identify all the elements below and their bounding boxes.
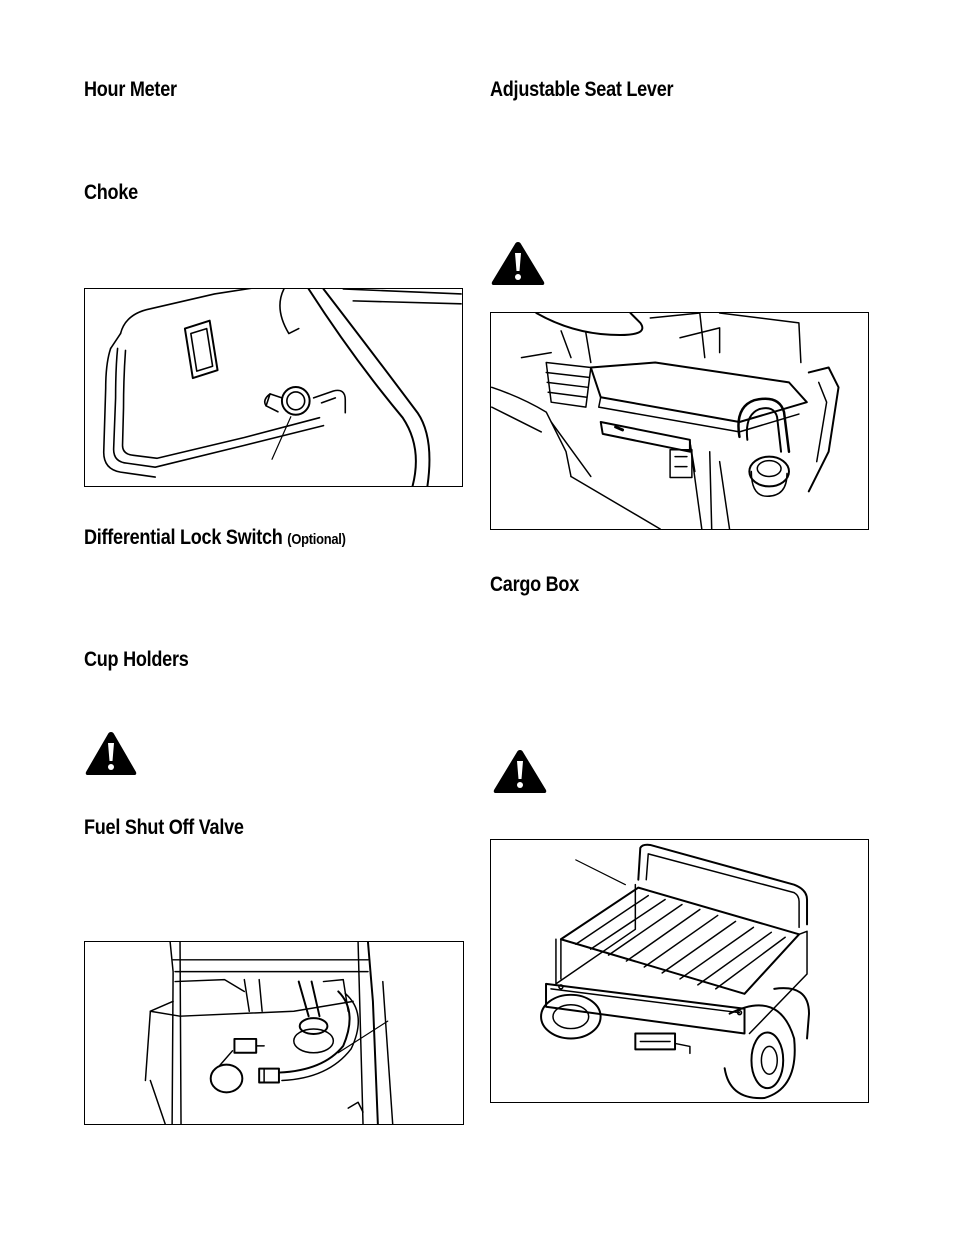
- differential-lock-label: Differential Lock Switch: [84, 526, 283, 549]
- warning-triangle-icon: [490, 240, 546, 287]
- heading-differential-lock: Differential Lock Switch (Optional): [84, 526, 346, 550]
- heading-choke: Choke: [84, 181, 138, 204]
- seat-lever-figure: [490, 312, 869, 530]
- heading-hour-meter: Hour Meter: [84, 78, 177, 101]
- heading-fuel-shut-off: Fuel Shut Off Valve: [84, 816, 244, 839]
- warning-triangle-icon: [492, 748, 548, 795]
- warning-triangle-icon: [84, 730, 138, 777]
- fuel-valve-figure: [84, 941, 464, 1125]
- heading-cargo-box: Cargo Box: [490, 573, 579, 596]
- optional-note: (Optional): [287, 531, 346, 548]
- heading-cup-holders: Cup Holders: [84, 648, 189, 671]
- heading-adjustable-seat: Adjustable Seat Lever: [490, 78, 674, 101]
- choke-figure: [84, 288, 463, 487]
- cargo-box-figure: [490, 839, 869, 1103]
